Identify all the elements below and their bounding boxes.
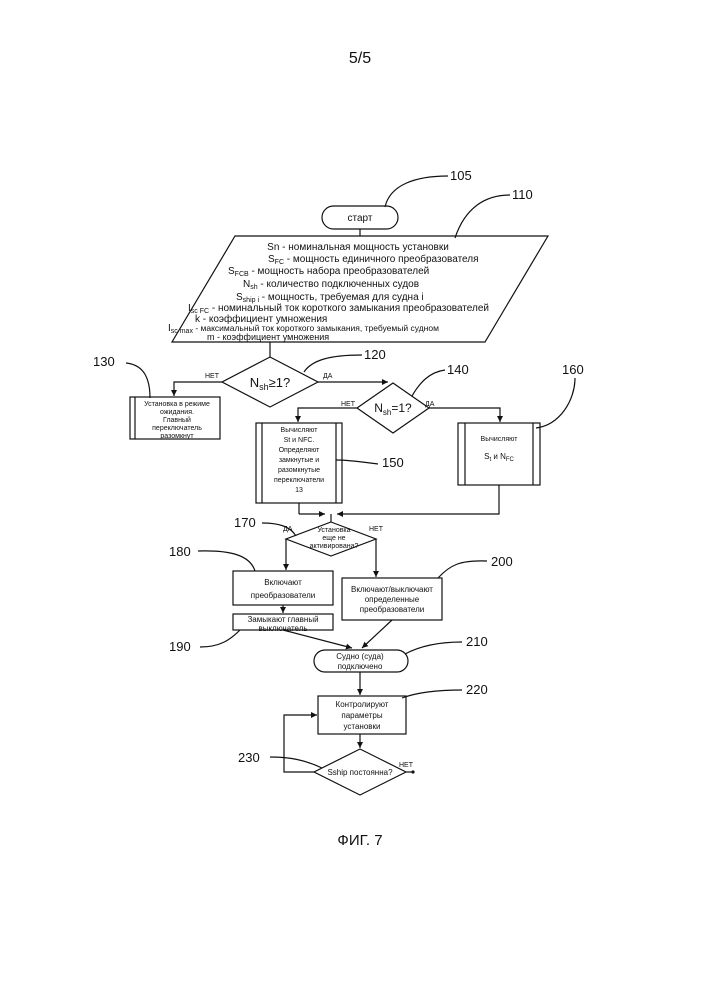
ref-200: 200 — [491, 554, 513, 569]
ref-220: 220 — [466, 682, 488, 697]
connector-to-210 — [283, 630, 352, 648]
box180-line1: Включают — [264, 578, 302, 587]
decision4-no: НЕТ — [399, 762, 414, 769]
page-number: 5/5 — [349, 50, 371, 67]
decision-nsh-ge-1-label: Nsh≥1? — [250, 375, 291, 392]
decision4-label: Sship постоянна? — [327, 768, 393, 777]
decision-nsh-ge-1-yes: ДА — [323, 373, 333, 380]
decision3-line3: активирована? — [310, 543, 359, 550]
box220-line3: установки — [343, 722, 380, 731]
leader-140 — [412, 370, 445, 396]
decision3-line1: Установка — [317, 527, 350, 534]
param-nsh: Nsh - количество подключенных судов — [243, 279, 419, 291]
param-sfcb: SFCB - мощность набора преобразователей — [228, 265, 429, 278]
leader-230 — [270, 757, 322, 768]
param-sfc: SFC - мощность единичного преобразовател… — [268, 253, 479, 266]
box220-line1: Контролируют — [336, 700, 389, 709]
connector-yes-160 — [429, 408, 500, 422]
leader-200 — [438, 561, 487, 578]
connector-no-150 — [298, 408, 357, 422]
box130-line5: разомкнут — [160, 433, 194, 440]
ref-180: 180 — [169, 544, 191, 559]
ref-120: 120 — [364, 347, 386, 362]
leader-220 — [402, 690, 462, 698]
leader-160 — [536, 378, 575, 428]
ref-230: 230 — [238, 750, 260, 765]
box130-line4: переключатель — [152, 425, 202, 432]
box150-line2: St и NFC. — [284, 437, 315, 444]
figure-caption: ФИГ. 7 — [337, 832, 382, 849]
box200-line2: определенные — [365, 595, 420, 604]
decision3-line2: еще не — [322, 535, 345, 542]
param-sn: Sn - номинальная мощность установки — [267, 242, 449, 253]
leader-210 — [405, 642, 462, 654]
ref-190: 190 — [169, 639, 191, 654]
term210-line1: Судно (суда) — [336, 652, 384, 661]
connector-end-dot — [411, 770, 414, 773]
ref-170: 170 — [234, 515, 256, 530]
leader-180 — [198, 551, 255, 571]
box130-line2: ожидания. — [160, 409, 194, 416]
decision-nsh-ge-1-no: НЕТ — [205, 373, 220, 380]
leader-120 — [304, 355, 362, 372]
ref-210: 210 — [466, 634, 488, 649]
box160-line1: Вычисляют — [481, 436, 519, 443]
box220-line2: параметры — [341, 711, 382, 720]
param-m: m - коэффициент умножения — [207, 332, 329, 342]
box200-line1: Включают/выключают — [351, 585, 433, 594]
connector-no-130 — [174, 382, 222, 396]
box150-line5: разомкнутые — [278, 467, 320, 474]
box180-line2: преобразователи — [251, 591, 315, 600]
box150-line3: Определяют — [279, 447, 321, 454]
box190-line1: Замыкают главный — [247, 615, 318, 624]
ref-150: 150 — [382, 455, 404, 470]
term210-line2: подключено — [338, 662, 383, 671]
connector-merge — [337, 485, 499, 514]
leader-130 — [126, 363, 150, 398]
decision3-no: НЕТ — [369, 526, 384, 533]
leader-110 — [455, 195, 510, 238]
ref-140: 140 — [447, 362, 469, 377]
decision-nsh-eq-1-label: Nsh=1? — [374, 401, 412, 417]
decision-nsh-eq-1-no: НЕТ — [341, 401, 356, 408]
leader-190 — [200, 630, 240, 647]
box130-line1: Установка в режиме — [144, 401, 210, 408]
box150-line6: переключатели — [274, 477, 324, 484]
connector-to-210 — [362, 620, 392, 648]
start-label: старт — [348, 213, 373, 224]
ref-160: 160 — [562, 362, 584, 377]
ref-105: 105 — [450, 168, 472, 183]
box150-line7: 13 — [295, 487, 303, 494]
box190-line2: выключатель — [258, 624, 307, 633]
leader-105 — [385, 176, 448, 207]
box150-line1: Вычисляют — [281, 427, 319, 434]
box200-line3: преобразователи — [360, 605, 424, 614]
decision-nsh-eq-1-yes: ДА — [425, 401, 435, 408]
box150-line4: замкнутые и — [279, 457, 319, 464]
ref-110: 110 — [512, 187, 533, 202]
ref-130: 130 — [93, 354, 115, 369]
box130-line3: Главный — [163, 416, 191, 424]
